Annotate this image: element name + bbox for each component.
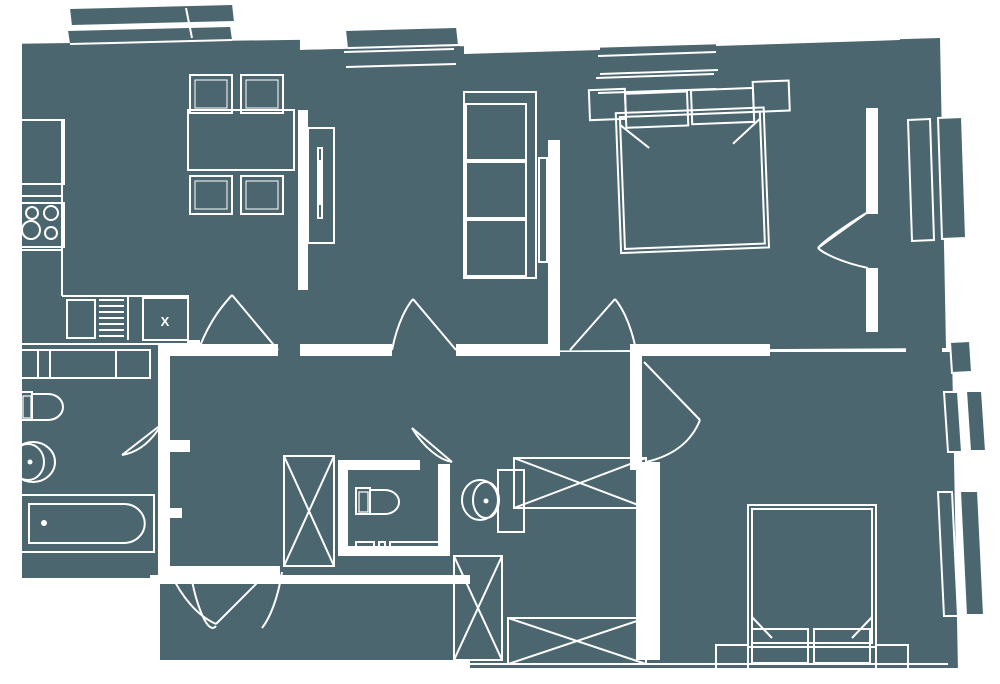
east-wall-pier-1 — [906, 336, 942, 356]
wardrobe-bed2-b — [507, 617, 647, 665]
basin-second — [461, 469, 525, 533]
bathtub — [18, 494, 155, 553]
dining-chair-bl — [189, 175, 233, 215]
door-second-bath-swing — [411, 427, 453, 463]
basin-main — [10, 441, 56, 483]
fridge-tall-unit — [19, 119, 65, 185]
window-north-3 — [595, 51, 719, 94]
sofa-cushion-2 — [465, 161, 527, 219]
wardrobe-hall-b — [453, 555, 503, 661]
door-hall-b-swing — [569, 298, 637, 351]
sofa-frame — [463, 91, 537, 279]
east-wall-pier-2 — [906, 636, 944, 656]
window-east-1 — [906, 115, 968, 243]
master-bed-group — [587, 79, 791, 255]
wardrobe-hall-a — [283, 455, 335, 567]
media-partition-unit — [298, 110, 335, 290]
dining-chair-tr — [240, 74, 284, 114]
bed2-nightstand-right — [875, 644, 909, 672]
tv-unit — [307, 127, 335, 244]
bed2-mattress — [747, 504, 877, 648]
door-hall-a-swing — [391, 298, 457, 351]
wardrobe-bed2-a — [513, 457, 647, 509]
dining-set — [187, 74, 295, 215]
door-bathroom-main — [121, 423, 163, 456]
bath1-counter — [19, 349, 151, 379]
door-swings — [169, 294, 701, 629]
window-east-2 — [948, 339, 974, 375]
dining-chair-br — [240, 175, 284, 215]
door-bedroom2-swing — [643, 361, 701, 463]
window-north-1 — [67, 3, 235, 45]
interior-walls — [158, 140, 770, 660]
bed2-inner — [751, 508, 873, 644]
kitchen-group: X — [19, 119, 200, 352]
bottom-wall-detail — [150, 575, 948, 665]
east-wall-windows — [906, 115, 988, 656]
dining-chair-tl — [189, 74, 233, 114]
appliance-x-unit: X — [142, 297, 189, 341]
window-east-4 — [936, 490, 986, 617]
wardrobe-group — [283, 455, 647, 665]
toilet-second — [355, 487, 400, 515]
sofa-cushion-1 — [465, 103, 527, 161]
bed2-nightstand-left — [715, 644, 749, 672]
window-east-3 — [942, 390, 988, 453]
master-bed-mattress — [614, 106, 771, 255]
master-double-door — [817, 108, 878, 332]
toilet-main — [19, 391, 64, 421]
counter-second — [355, 541, 441, 555]
kitchen-sink — [66, 296, 129, 340]
main-bathroom-group — [10, 349, 163, 553]
sofa-cushion-3 — [465, 219, 527, 277]
window-north-2 — [343, 26, 459, 68]
master-nightstand-right — [751, 79, 791, 113]
master-nightstand-left — [587, 87, 628, 122]
sofa-side-table — [539, 158, 547, 262]
second-bathroom-group — [355, 469, 525, 555]
master-bed-inner — [618, 110, 766, 250]
door-kitchen-swing — [199, 294, 279, 351]
north-wall-windows — [67, 3, 719, 94]
appliance-x-label: X — [161, 314, 170, 329]
cooktop — [19, 202, 65, 248]
